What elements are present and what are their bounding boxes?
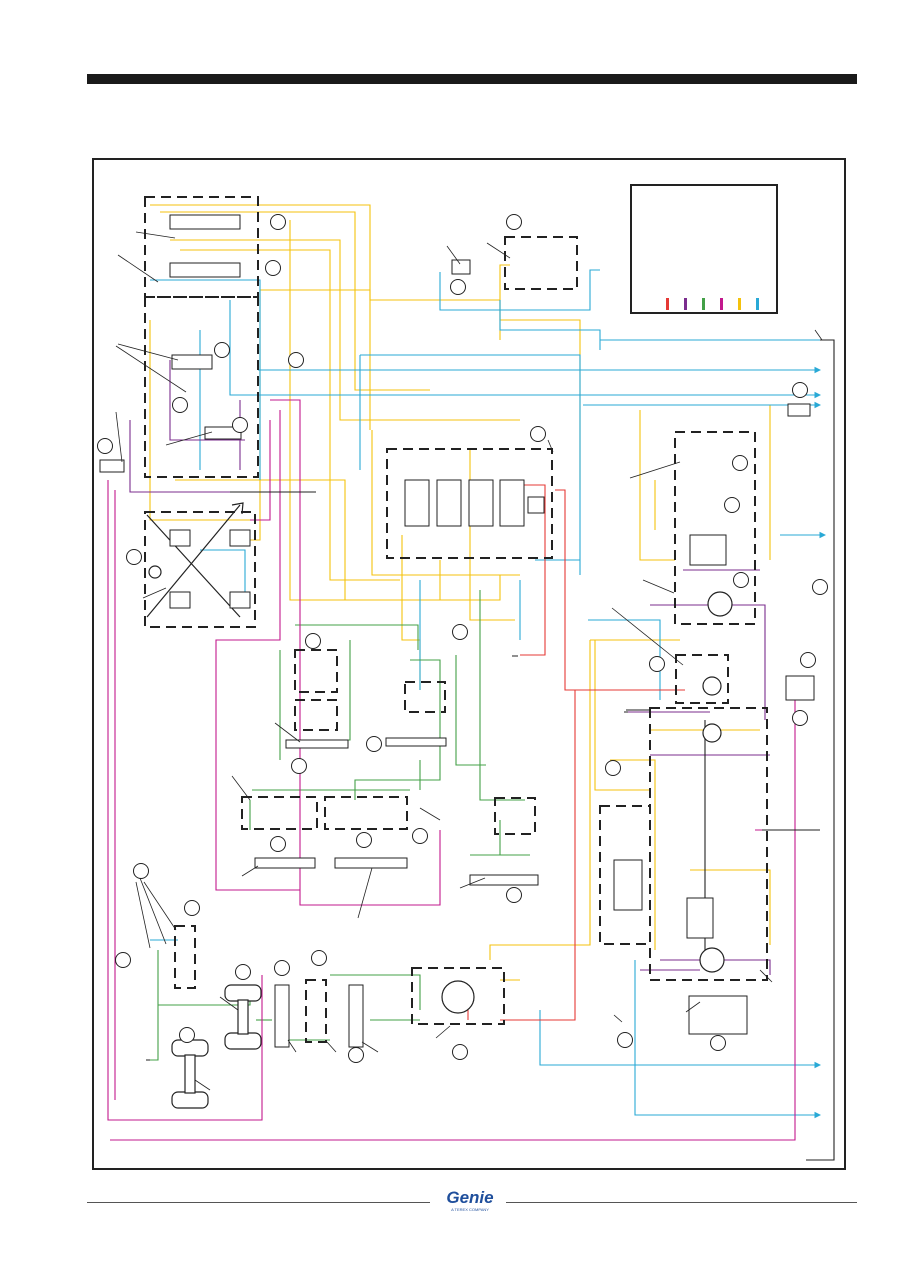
directional-valve-1 xyxy=(169,214,241,230)
cylinder-valve-b xyxy=(294,699,338,731)
main-valve-section-2 xyxy=(436,479,462,527)
extend-valve xyxy=(404,681,446,713)
reservoir xyxy=(688,995,748,1035)
sensor-block xyxy=(174,925,196,989)
footer-rule-left xyxy=(87,1202,430,1203)
manifold-upper-left xyxy=(144,196,259,298)
solenoid-valve-3 xyxy=(689,534,727,566)
legend-swatch-purple xyxy=(684,298,687,310)
cyan-lines xyxy=(150,269,827,1119)
joystick-valve-2 xyxy=(229,529,251,547)
legend-swatch-yellow xyxy=(738,298,741,310)
legend-swatch-red xyxy=(666,298,669,310)
proportional-valve xyxy=(613,859,643,911)
legend-box xyxy=(630,184,778,314)
lift-valve-pair-left xyxy=(241,796,318,830)
green-lines xyxy=(150,590,530,1061)
cylinder-e xyxy=(469,874,539,886)
brake-valve-block xyxy=(305,979,327,1043)
solenoid-valve-1 xyxy=(171,354,213,370)
cylinder-a xyxy=(285,739,349,749)
tire-top-front xyxy=(224,984,262,1002)
charge-valve xyxy=(686,897,714,939)
tire-bottom-rear xyxy=(171,1091,209,1109)
directional-valve-2 xyxy=(169,262,241,278)
check-valve-top xyxy=(451,259,471,275)
relief-valve xyxy=(527,496,545,514)
right-lower-manifold xyxy=(649,707,768,981)
check-valve-left xyxy=(99,459,125,473)
joystick-valve-4 xyxy=(229,591,251,609)
tire-bottom-front xyxy=(224,1032,262,1050)
main-valve-section-1 xyxy=(404,479,430,527)
steer-valve xyxy=(494,797,536,835)
tank-symbols xyxy=(146,491,818,1061)
header-rule xyxy=(87,74,857,84)
schematic-frame xyxy=(92,158,846,1170)
axle-rear xyxy=(184,1054,196,1094)
pump-upper xyxy=(707,591,733,617)
main-valve-manifold xyxy=(386,448,553,559)
main-valve-section-3 xyxy=(468,479,494,527)
axle-front xyxy=(237,999,249,1035)
pump-lower xyxy=(702,723,722,743)
steer-cylinder-right xyxy=(348,984,364,1048)
drive-motor xyxy=(441,980,475,1014)
solenoid-valve-2 xyxy=(204,426,242,440)
cylinder-c xyxy=(254,857,316,869)
drive-valve-block xyxy=(599,805,651,945)
steer-cylinder-left xyxy=(274,984,290,1048)
joystick-block xyxy=(144,511,256,628)
legend-swatch-green xyxy=(702,298,705,310)
lift-valve-pair-right xyxy=(324,796,408,830)
drive-pump xyxy=(699,947,725,973)
callout-balloons xyxy=(97,214,828,1063)
pump-relief-block xyxy=(675,654,729,704)
logo-wordmark: Genie xyxy=(446,1188,493,1207)
legend-swatch-cyan xyxy=(756,298,759,310)
red-lines xyxy=(467,484,685,1021)
cylinder-b xyxy=(385,737,447,747)
joystick-valve-3 xyxy=(169,591,191,609)
joystick-symbol xyxy=(146,502,244,618)
cylinder-d xyxy=(334,857,408,869)
cylinder-valve-a xyxy=(294,649,338,693)
pump-mid xyxy=(702,676,722,696)
footer-rule-right xyxy=(506,1202,857,1203)
drive-motor-block xyxy=(411,967,505,1025)
magenta-lines xyxy=(107,399,800,1141)
main-valve-section-4 xyxy=(499,479,525,527)
logo-tagline: A TEREX COMPANY xyxy=(451,1207,489,1212)
manifold-left-mid xyxy=(144,296,259,478)
filter-housing xyxy=(785,675,815,701)
joystick-valve-1 xyxy=(169,529,191,547)
right-upper-manifold xyxy=(674,431,756,625)
genie-logo: Genie A TEREX COMPANY xyxy=(446,1188,493,1212)
leader-lines xyxy=(115,231,823,1091)
check-valve-right xyxy=(787,403,811,417)
filter-block xyxy=(504,236,578,290)
legend-swatch-magenta xyxy=(720,298,723,310)
